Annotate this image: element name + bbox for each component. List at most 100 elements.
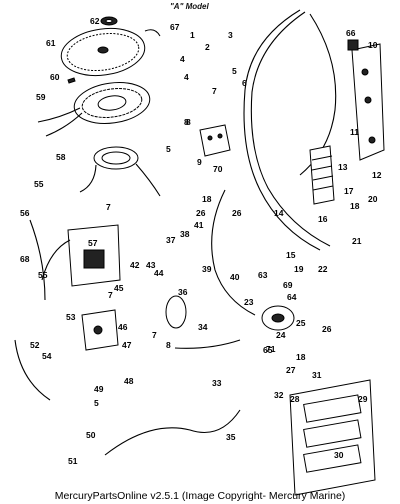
callout-39: 39 <box>202 264 212 274</box>
callout-extra-18b: 18 <box>296 352 306 362</box>
callout-29: 29 <box>358 394 368 404</box>
callout-43: 43 <box>146 260 156 270</box>
callout-46: 46 <box>118 322 128 332</box>
screw-60-part <box>67 77 76 84</box>
switch-box-part <box>41 224 121 287</box>
callout-61: 61 <box>46 38 56 48</box>
harness-wire-14b <box>250 11 331 247</box>
harness-wire-14 <box>243 9 321 251</box>
callout-6: 6 <box>242 78 247 88</box>
callout-33: 33 <box>212 378 222 388</box>
callout-68: 68 <box>20 254 30 264</box>
callout-57: 57 <box>88 238 98 248</box>
callout-54: 54 <box>42 351 52 361</box>
pad-plate-part <box>289 379 376 496</box>
callout-34: 34 <box>198 322 208 332</box>
callout-extra-8b: 8 <box>184 117 189 127</box>
ignition-coil-part <box>81 309 119 351</box>
callout-2: 2 <box>205 42 210 52</box>
callout-7: 7 <box>212 86 217 96</box>
callout-56: 56 <box>20 208 30 218</box>
callout-extra-26a: 26 <box>196 208 206 218</box>
callout-extra-7a: 7 <box>106 202 111 212</box>
callout-31: 31 <box>312 370 322 380</box>
callout-labels: 1 2 3 4 5 6 7 8 9 10 11 12 13 14 15 16 1… <box>20 16 382 466</box>
callout-53: 53 <box>66 312 76 322</box>
callout-extra-7b: 7 <box>108 290 113 300</box>
callout-23: 23 <box>244 297 254 307</box>
callout-extra-26b: 26 <box>322 324 332 334</box>
callout-67: 67 <box>170 22 180 32</box>
diagram-title: "A" Model <box>170 2 209 11</box>
callout-32: 32 <box>274 390 284 400</box>
callout-45: 45 <box>114 283 124 293</box>
callout-62: 62 <box>90 16 100 26</box>
callout-38: 38 <box>180 229 190 239</box>
flywheel-nut-part <box>100 16 118 26</box>
callout-28: 28 <box>290 394 300 404</box>
callout-16: 16 <box>318 214 328 224</box>
callout-3: 3 <box>228 30 233 40</box>
callout-4: 4 <box>184 72 189 82</box>
callout-37: 37 <box>166 235 176 245</box>
callout-51: 51 <box>68 456 78 466</box>
callout-20: 20 <box>368 194 378 204</box>
trigger-part <box>79 146 161 197</box>
callout-21: 21 <box>352 236 362 246</box>
callout-extra-18a: 18 <box>350 201 360 211</box>
copyright-footer: MercuryPartsOnline v2.5.1 (Image Copyrig… <box>54 490 346 502</box>
callout-47: 47 <box>122 340 132 350</box>
callout-extra-5a: 5 <box>166 144 171 154</box>
callout-35: 35 <box>226 432 236 442</box>
callout-19: 19 <box>294 264 304 274</box>
callout-extra-5b: 5 <box>94 398 99 408</box>
callout-48: 48 <box>124 376 134 386</box>
wire-34 <box>174 339 241 349</box>
callout-17: 17 <box>344 186 354 196</box>
callout-24: 24 <box>276 330 286 340</box>
flywheel-key-part <box>144 29 161 37</box>
callout-extra-4a: 4 <box>180 54 185 64</box>
callout-64: 64 <box>287 292 297 302</box>
callout-10: 10 <box>368 40 378 50</box>
callout-70: 70 <box>213 164 223 174</box>
callout-26: 26 <box>232 208 242 218</box>
callout-14: 14 <box>274 208 284 218</box>
callout-27: 27 <box>286 365 296 375</box>
callout-52: 52 <box>30 340 40 350</box>
callout-71: 71 <box>266 344 276 354</box>
callout-50: 50 <box>86 430 96 440</box>
rectifier-part <box>199 124 231 157</box>
callout-9: 9 <box>197 157 202 167</box>
callout-extra-7c: 7 <box>152 330 157 340</box>
callout-49: 49 <box>94 384 104 394</box>
cable-35 <box>104 409 241 456</box>
callout-15: 15 <box>286 250 296 260</box>
callout-41: 41 <box>194 220 204 230</box>
terminal-block-part <box>309 145 335 205</box>
solenoid-part <box>261 305 295 331</box>
stator-part <box>37 82 151 137</box>
callout-25: 25 <box>296 318 306 328</box>
callout-5: 5 <box>232 66 237 76</box>
callout-extra-8a: 8 <box>166 340 171 350</box>
wire-56 <box>29 219 46 301</box>
flywheel-part <box>60 27 146 77</box>
cable-36-part <box>165 295 187 329</box>
callout-13: 13 <box>338 162 348 172</box>
callout-12: 12 <box>372 170 382 180</box>
callout-55: 55 <box>34 179 44 189</box>
callout-40: 40 <box>230 272 240 282</box>
part-66 <box>347 39 359 51</box>
callout-1: 1 <box>190 30 195 40</box>
callout-42: 42 <box>130 260 140 270</box>
harness-wire-side <box>211 189 256 316</box>
callout-22: 22 <box>318 264 328 274</box>
callout-59: 59 <box>36 92 46 102</box>
callout-18: 18 <box>202 194 212 204</box>
callout-69: 69 <box>283 280 293 290</box>
callout-8: 8 <box>186 117 191 127</box>
callout-30: 30 <box>334 450 344 460</box>
callout-44: 44 <box>154 268 164 278</box>
